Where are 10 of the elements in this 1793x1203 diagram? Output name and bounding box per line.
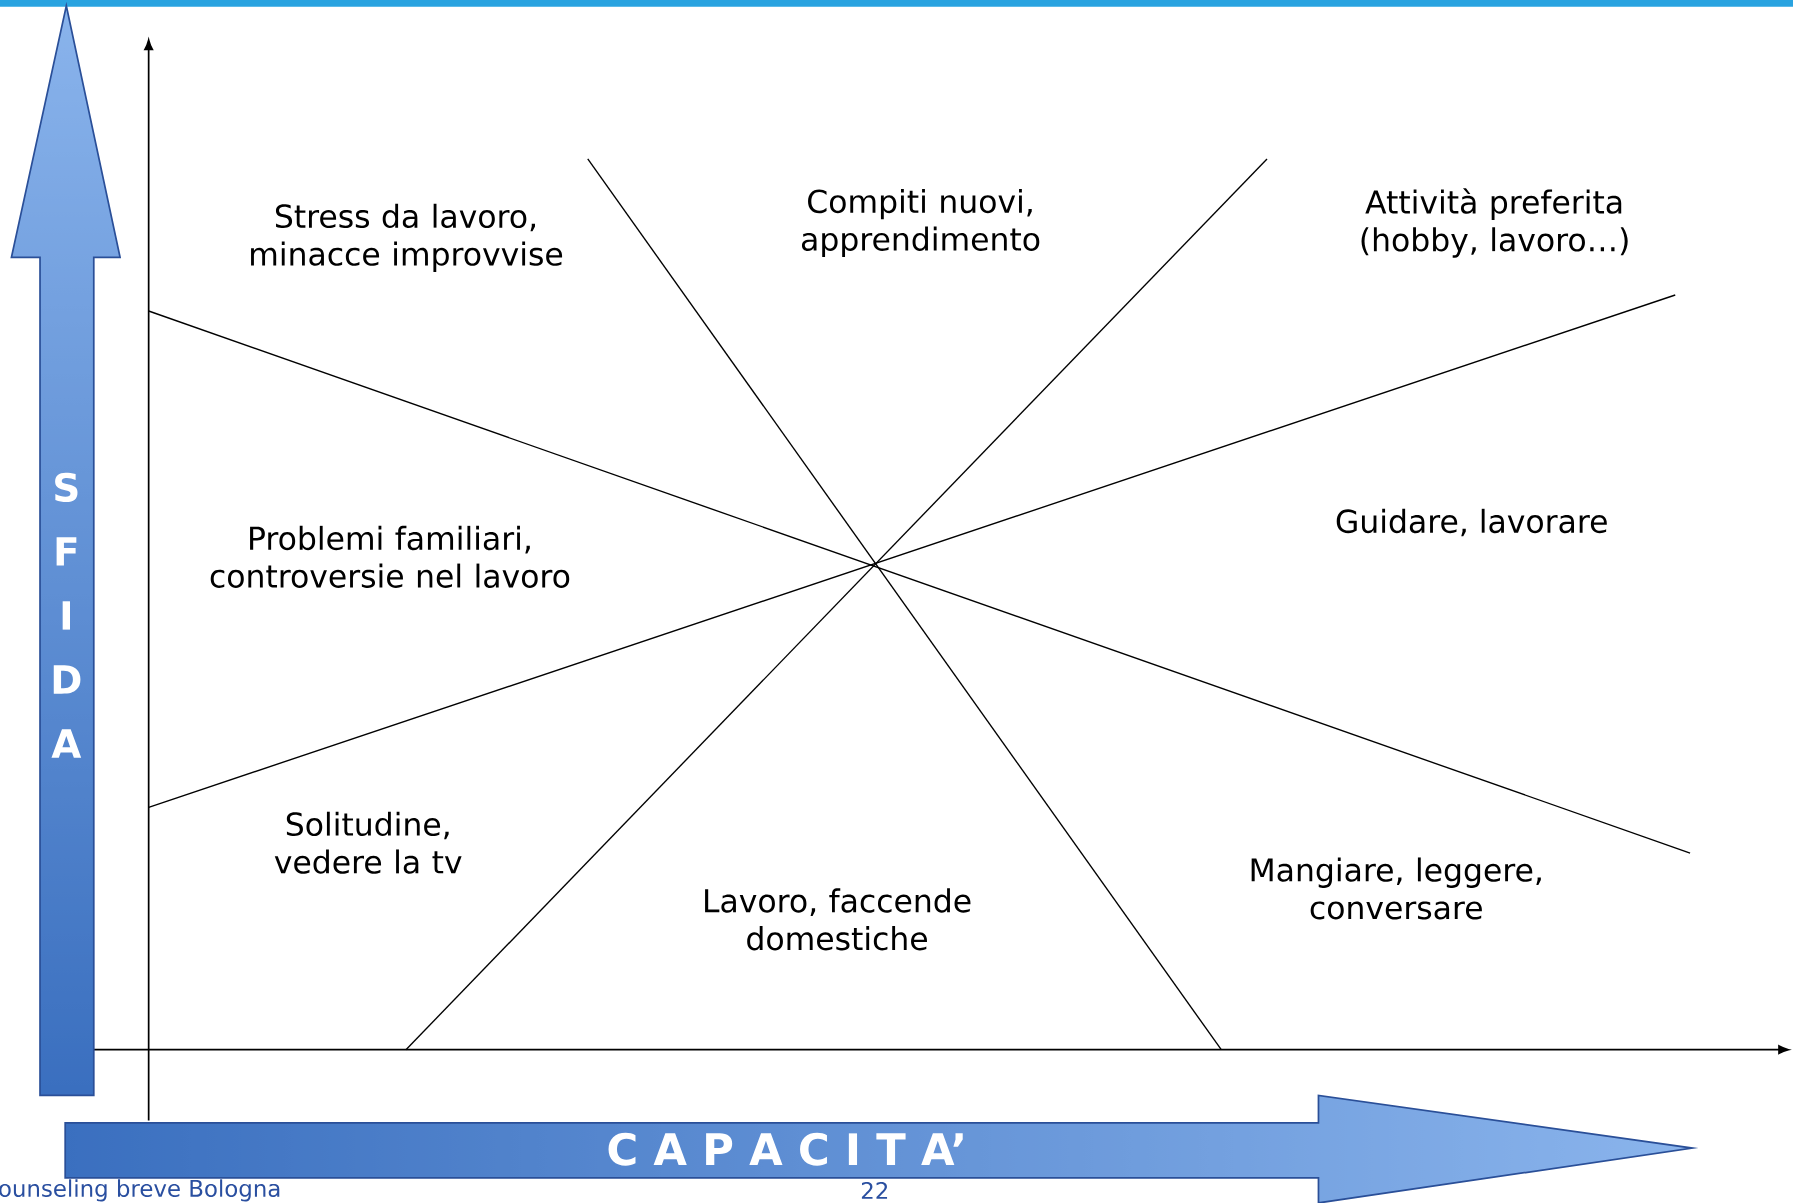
region-label: Solitudine, vedere la tv [274, 811, 462, 874]
region-label: Guidare, lavorare [1336, 508, 1607, 537]
region-label: Mangiare, leggere, conversare [1251, 857, 1541, 920]
region-label: Lavoro, faccende domestiche [705, 888, 971, 951]
region-label: Stress da lavoro, minacce improvvise [251, 203, 563, 272]
page-number: 22 [861, 1181, 888, 1199]
region-label: Problemi familiari, controversie nel lavoro [210, 525, 570, 588]
region-label: Attività preferita (hobby, lavoro…) [1361, 188, 1628, 258]
footer-text: ounseling breve Bologna [0, 1179, 280, 1202]
region-label: Compiti nuovi, apprendimento [801, 188, 1040, 258]
